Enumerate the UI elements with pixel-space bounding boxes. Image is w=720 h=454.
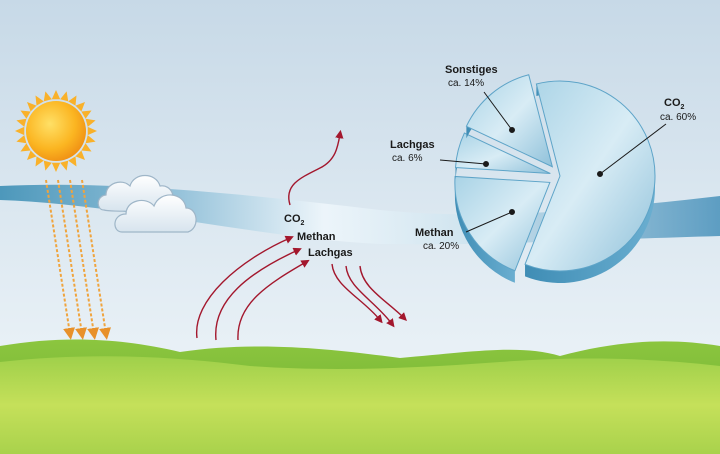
slice-value-sonstiges: ca. 14% bbox=[448, 78, 484, 89]
slice-label-lachgas: Lachgas bbox=[390, 139, 435, 151]
legend-lachgas: Lachgas bbox=[308, 247, 353, 259]
slice-value-lachgas: ca. 6% bbox=[392, 153, 423, 164]
hills-front bbox=[0, 356, 720, 454]
slice-label-sonstiges: Sonstiges bbox=[445, 64, 498, 76]
sun-icon bbox=[15, 90, 97, 172]
slice-value-methan: ca. 20% bbox=[423, 241, 459, 252]
legend-methan: Methan bbox=[297, 231, 336, 243]
slice-label-methan: Methan bbox=[415, 227, 454, 239]
slice-value-co2: ca. 60% bbox=[660, 112, 696, 123]
